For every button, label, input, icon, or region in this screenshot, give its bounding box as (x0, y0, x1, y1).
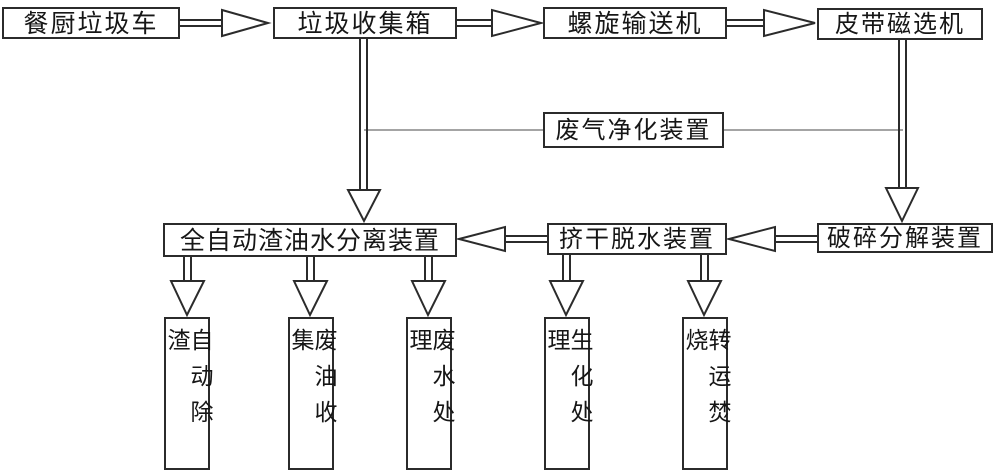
node-oil-water-separator: 全自动渣油水分离装置 (163, 223, 457, 257)
arrow-collection-to-separator (346, 39, 382, 224)
node-label: 挤干脱水装置 (559, 225, 715, 253)
node-label: 转运焚烧 (681, 328, 730, 436)
node-belt-magnetic-separator: 皮带磁选机 (817, 8, 983, 40)
node-waste-oil-collection: 废油收集 (287, 317, 336, 470)
node-garbage-collection-box: 垃圾收集箱 (273, 7, 457, 39)
node-biochemical-treatment: 生化处理 (543, 317, 592, 470)
node-label: 螺旋输送机 (567, 8, 703, 38)
node-kitchen-waste-truck: 餐厨垃圾车 (2, 7, 180, 39)
node-label: 废水处理 (405, 328, 454, 436)
node-crushing-decomposer: 破碎分解装置 (817, 223, 993, 253)
node-screw-conveyor: 螺旋输送机 (543, 7, 727, 39)
node-transfer-incineration: 转运焚烧 (681, 317, 730, 470)
node-label: 生化处理 (543, 328, 592, 436)
arrow-separator-to-water (410, 257, 447, 318)
node-label: 废气净化装置 (555, 116, 712, 144)
arrow-magnetic-to-crusher (884, 40, 920, 224)
arrow-dewatering-to-incineration (686, 255, 723, 318)
arrow-screw-to-magnetic (727, 8, 816, 38)
node-label: 自动除渣 (163, 328, 212, 436)
arrow-separator-to-oil (292, 257, 329, 318)
arrow-dewatering-to-separator (455, 225, 547, 253)
arrow-truck-to-collection (180, 8, 272, 38)
node-label: 皮带磁选机 (835, 10, 965, 38)
arrow-collection-to-screw (457, 8, 545, 38)
node-label: 破碎分解装置 (827, 224, 983, 252)
node-waste-water-treatment: 废水处理 (405, 317, 454, 470)
node-auto-deslagging: 自动除渣 (163, 317, 212, 470)
node-waste-gas-purifier: 废气净化装置 (543, 112, 724, 148)
node-label: 餐厨垃圾车 (23, 8, 159, 38)
arrow-crusher-to-dewatering (725, 225, 817, 253)
arrow-separator-to-deslagging (169, 257, 206, 318)
node-label: 废油收集 (287, 328, 336, 436)
node-squeeze-dewatering: 挤干脱水装置 (547, 223, 727, 255)
arrow-dewatering-to-biochemical (548, 255, 585, 318)
node-label: 全自动渣油水分离装置 (179, 225, 440, 255)
node-label: 垃圾收集箱 (297, 8, 433, 38)
